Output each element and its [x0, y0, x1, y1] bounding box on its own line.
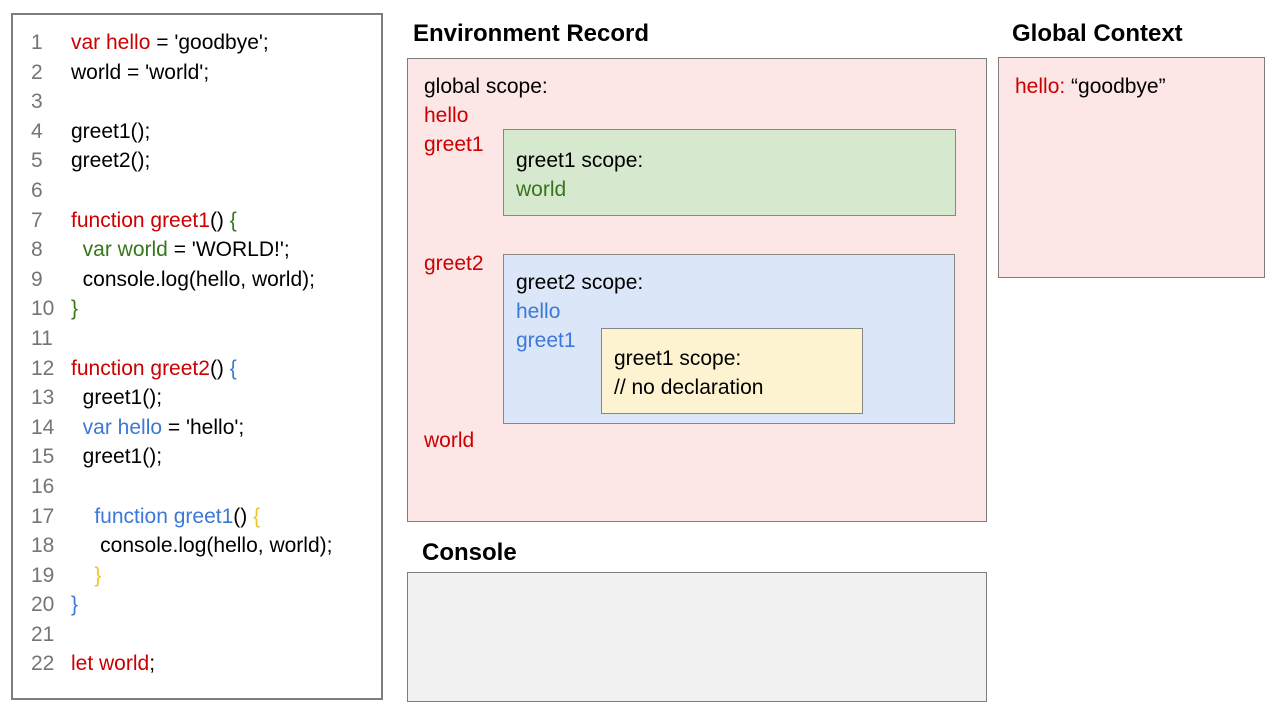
- code-line: 14 var hello = 'hello';: [13, 413, 381, 443]
- code-line: 18 console.log(hello, world);: [13, 531, 381, 561]
- greet1-scope-box: greet1 scope: world: [503, 129, 956, 216]
- line-number: 16: [31, 474, 55, 498]
- global-context-entry-key: hello:: [1015, 75, 1066, 98]
- environment-record-title: Environment Record: [413, 20, 650, 47]
- code-line: 22 let world;: [13, 649, 381, 679]
- code-line: 1 var hello = 'goodbye';: [13, 28, 381, 58]
- global-scope-label: global scope:: [424, 75, 548, 98]
- code-line: 21: [13, 620, 381, 650]
- code-text: function greet2() {: [71, 356, 237, 380]
- inner-greet1-scope-label: greet1 scope:: [614, 347, 742, 370]
- code-line: 16: [13, 472, 381, 502]
- code-line: 3: [13, 87, 381, 117]
- line-number: 13: [31, 386, 55, 410]
- code-line: 17 function greet1() {: [13, 502, 381, 532]
- code-lines-container: 1 var hello = 'goodbye'; 2 world = 'world';…: [13, 28, 381, 679]
- global-var-greet1: greet1: [424, 133, 484, 156]
- line-number: 15: [31, 445, 55, 469]
- line-number: 1: [31, 31, 43, 54]
- code-text: function greet1() {: [71, 208, 237, 232]
- global-var-world: world: [424, 429, 475, 452]
- line-number: 6: [31, 178, 43, 202]
- global-context-entry: hello: “goodbye”: [1015, 75, 1166, 99]
- code-text: function greet1() {: [94, 504, 261, 528]
- code-text: greet1();: [71, 386, 163, 410]
- line-number: 21: [31, 622, 55, 646]
- code-line: 12 function greet2() {: [13, 354, 381, 384]
- code-line: 7 function greet1() {: [13, 206, 381, 236]
- line-number: 18: [31, 534, 55, 558]
- line-number: 22: [31, 652, 55, 676]
- line-number: 14: [31, 415, 55, 439]
- code-text: world = 'world';: [71, 60, 210, 84]
- code-text: }: [94, 563, 102, 587]
- code-text: console.log(hello, world);: [71, 267, 315, 291]
- console-box: [407, 572, 987, 702]
- line-number: 17: [31, 504, 55, 528]
- global-var-hello: hello: [424, 104, 469, 127]
- line-number: 7: [31, 208, 43, 232]
- greet2-var-greet1: greet1: [516, 329, 576, 352]
- line-number: 10: [31, 297, 55, 321]
- code-line: 20}: [13, 590, 381, 620]
- code-text: greet1();: [71, 119, 151, 143]
- code-text: greet1();: [71, 445, 163, 469]
- global-context-box: hello: “goodbye”: [998, 57, 1265, 278]
- line-number: 8: [31, 238, 43, 262]
- line-number: 12: [31, 356, 55, 380]
- inner-greet1-comment: // no declaration: [614, 376, 764, 399]
- code-line: 8 var world = 'WORLD!';: [13, 235, 381, 265]
- console-title: Console: [422, 539, 517, 566]
- line-number: 11: [31, 326, 53, 350]
- global-context-title: Global Context: [1012, 20, 1183, 47]
- greet1-scope-label: greet1 scope:: [516, 149, 644, 172]
- greet2-scope-label: greet2 scope:: [516, 271, 644, 294]
- code-text: let world;: [71, 652, 156, 676]
- inner-greet1-scope-box: greet1 scope: // no declaration: [601, 328, 863, 414]
- code-line: 4 greet1();: [13, 117, 381, 147]
- code-line: 13 greet1();: [13, 383, 381, 413]
- greet1-var-world: world: [516, 178, 567, 201]
- line-number: 2: [31, 60, 43, 84]
- code-line: 5 greet2();: [13, 146, 381, 176]
- global-context-entry-value: “goodbye”: [1071, 75, 1166, 98]
- code-line: 15 greet1();: [13, 442, 381, 472]
- code-line: 19 }: [13, 561, 381, 591]
- code-panel: 1 var hello = 'goodbye'; 2 world = 'world';…: [11, 13, 383, 700]
- code-line: 6: [13, 176, 381, 206]
- line-number: 4: [31, 119, 43, 143]
- line-number: 20: [31, 593, 55, 617]
- code-line: 10}: [13, 294, 381, 324]
- line-number: 9: [31, 267, 43, 291]
- line-number: 3: [31, 90, 43, 114]
- code-text: var hello = 'goodbye';: [71, 31, 269, 54]
- code-text: }: [71, 593, 79, 617]
- global-scope-box: global scope: hello greet1 greet2 world …: [407, 58, 987, 522]
- code-text: var world = 'WORLD!';: [82, 238, 290, 262]
- line-number: 5: [31, 149, 43, 173]
- code-text: console.log(hello, world);: [71, 534, 333, 558]
- global-var-greet2: greet2: [424, 252, 484, 275]
- code-line: 9 console.log(hello, world);: [13, 265, 381, 295]
- code-text: greet2();: [71, 149, 151, 173]
- code-line: 11: [13, 324, 381, 354]
- greet2-var-hello: hello: [516, 300, 561, 323]
- greet2-scope-box: greet2 scope: hello greet1 greet1 scope:…: [503, 254, 955, 424]
- code-text: }: [71, 297, 79, 321]
- line-number: 19: [31, 563, 55, 587]
- code-line: 2 world = 'world';: [13, 58, 381, 88]
- code-text: var hello = 'hello';: [82, 415, 245, 439]
